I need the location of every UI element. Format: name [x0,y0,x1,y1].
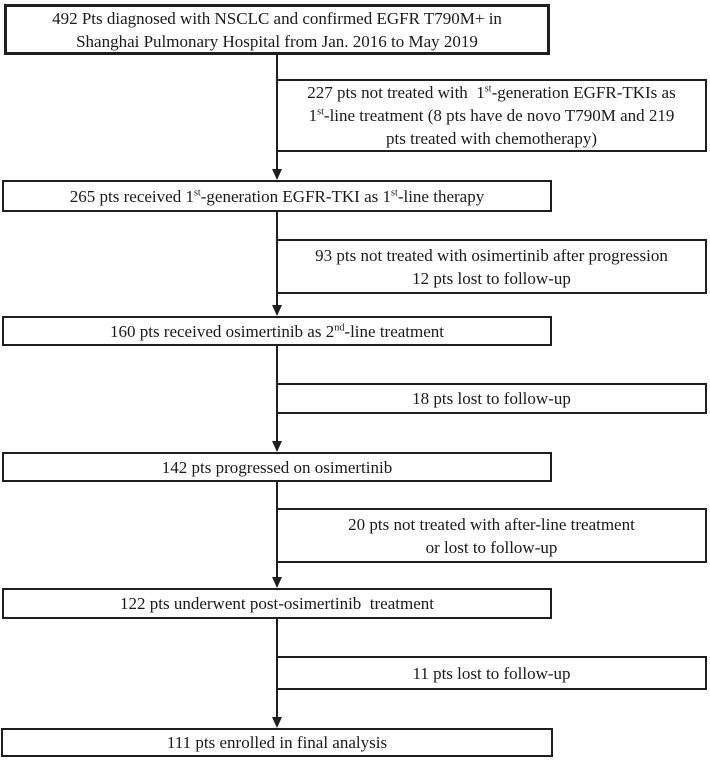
excl-box-lost-to-followup-11-text: 11 pts lost to follow-up [412,663,571,683]
box-progressed-text: 142 pts progressed on osimertinib [161,457,393,477]
arrow-down-icon [272,169,282,180]
excl-box-no-afterline: 20 pts not treated with after-line treat… [276,508,707,563]
box-final-analysis: 111 pts enrolled in final analysis [1,728,553,757]
box-post-osimertinib-text: 122 pts underwent post-osimertinib treat… [120,594,434,613]
box-osimertinib-2nd-line: 160 pts received osimertinib as 2nd-line… [2,316,552,346]
connector-line-3 [276,346,278,442]
excl-box-no-osimertinib: 93 pts not treated with osimertinib afte… [276,239,707,294]
connector-line-5 [276,619,278,718]
connector-line-1 [276,55,278,170]
excl-box-lost-to-followup-18-text: 18 pts lost to follow-up [412,389,571,408]
excl-box-lost-to-followup-18: 18 pts lost to follow-up [276,383,707,414]
arrow-down-icon [272,441,282,452]
box-diagnosed: 492 Pts diagnosed with NSCLC and confirm… [4,4,550,55]
box-diagnosed-text: 492 Pts diagnosed with NSCLC and confirm… [52,8,502,51]
box-final-analysis-text: 111 pts enrolled in final analysis [166,733,388,752]
box-progressed: 142 pts progressed on osimertinib [2,452,552,482]
excl-box-no-afterline-text: 20 pts not treated with after-line treat… [348,514,635,557]
connector-line-4 [276,482,278,578]
box-osimertinib-2nd-line-text: 160 pts received osimertinib as 2nd-line… [109,321,445,341]
excl-box-no-osimertinib-text: 93 pts not treated with osimertinib afte… [315,245,668,288]
excl-box-not-first-gen-tki-text: 227 pts not treated with 1st-generation … [307,83,676,148]
connector-line-2 [276,212,278,306]
arrow-down-icon [272,305,282,316]
excl-box-not-first-gen-tki: 227 pts not treated with 1st-generation … [276,79,707,152]
box-first-line-tki: 265 pts received 1st-generation EGFR-TKI… [2,180,552,212]
box-post-osimertinib: 122 pts underwent post-osimertinib treat… [2,588,552,619]
box-first-line-tki-text: 265 pts received 1st-generation EGFR-TKI… [69,186,485,206]
arrow-down-icon [272,717,282,728]
arrow-down-icon [272,577,282,588]
excl-box-lost-to-followup-11: 11 pts lost to follow-up [276,656,707,690]
